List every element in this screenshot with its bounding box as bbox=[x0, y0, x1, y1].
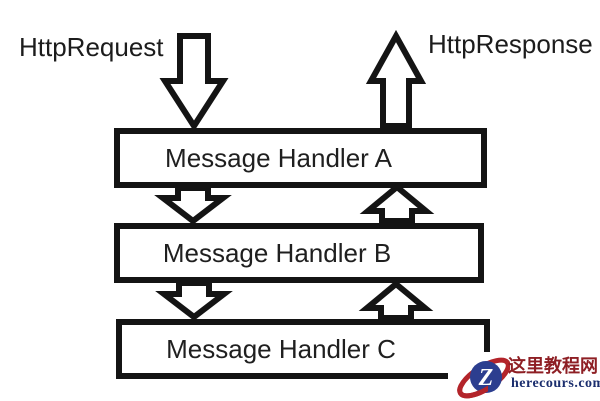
orbit-ring-front bbox=[457, 384, 488, 399]
down-arrow-a-to-b-icon bbox=[154, 185, 232, 225]
handler-box-c-label: Message Handler C bbox=[166, 333, 396, 364]
logo-circle bbox=[470, 361, 502, 393]
handler-box-a: Message Handler A bbox=[114, 128, 487, 188]
http-request-label: HttpRequest bbox=[19, 32, 164, 62]
watermark: Z 这里教程网 herecours.com bbox=[448, 352, 600, 401]
watermark-site-url: herecours.com bbox=[511, 376, 600, 391]
handler-box-a-label: Message Handler A bbox=[165, 142, 392, 173]
down-arrow-b-to-c-icon bbox=[155, 280, 233, 321]
watermark-logo-icon: Z bbox=[457, 357, 510, 399]
response-up-arrow-icon bbox=[365, 29, 427, 129]
http-response-label: HttpResponse bbox=[428, 29, 593, 59]
handler-box-b-label: Message Handler B bbox=[162, 237, 392, 268]
up-arrow-b-to-a-icon bbox=[359, 183, 435, 224]
handler-box-c: Message Handler C bbox=[116, 319, 490, 379]
handler-box-b: Message Handler B bbox=[114, 223, 484, 283]
watermark-site-name: 这里教程网 bbox=[508, 356, 598, 376]
up-arrow-c-to-b-icon bbox=[358, 280, 434, 321]
request-down-arrow-icon bbox=[159, 33, 229, 132]
logo-letter: Z bbox=[478, 365, 494, 391]
